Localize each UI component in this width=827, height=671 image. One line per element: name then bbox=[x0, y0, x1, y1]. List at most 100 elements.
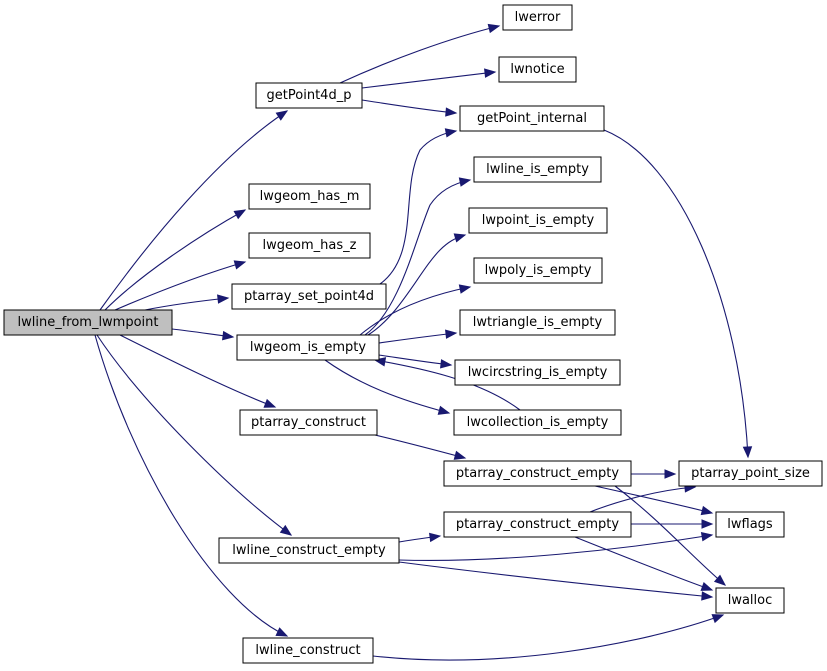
edge-arrowhead bbox=[487, 23, 501, 34]
edge-line bbox=[374, 359, 521, 411]
edge-line bbox=[99, 110, 288, 311]
edge-line bbox=[379, 130, 457, 285]
node-ptarray-construct-empty-1[interactable]: ptarray_construct_empty bbox=[443, 460, 632, 487]
node-box bbox=[459, 309, 616, 336]
node-box bbox=[239, 409, 378, 436]
node-label: lwline_is_empty bbox=[486, 162, 589, 177]
edge-getpoint4d-p-to-lwerror bbox=[339, 23, 501, 84]
node-lwline-construct[interactable]: lwline_construct bbox=[242, 637, 374, 664]
node-box bbox=[248, 183, 371, 210]
edge-line bbox=[339, 25, 500, 84]
node-lwgeom-has-z[interactable]: lwgeom_has_z bbox=[248, 232, 371, 259]
node-ptarray-construct[interactable]: ptarray_construct bbox=[239, 409, 378, 436]
node-lwflags[interactable]: lwflags bbox=[715, 511, 785, 538]
edge-arrowhead bbox=[222, 330, 235, 341]
edge-lwgeom-is-empty-to-lwpoly-is-empty bbox=[359, 284, 472, 336]
edge-arrowhead bbox=[429, 532, 442, 543]
node-lwerror[interactable]: lwerror bbox=[502, 4, 573, 31]
edge-arrowhead bbox=[453, 233, 467, 243]
node-label: lwflags bbox=[727, 517, 773, 532]
edge-arrowhead bbox=[279, 524, 293, 536]
edge-arrowhead bbox=[458, 284, 472, 294]
node-box bbox=[443, 460, 632, 487]
edge-ptarray-construct-empty-1-to-lwalloc bbox=[614, 485, 727, 586]
node-label: lwcollection_is_empty bbox=[467, 415, 609, 430]
edge-arrowhead bbox=[713, 574, 727, 586]
edge-line bbox=[603, 129, 749, 458]
edge-lwline-construct-empty-to-lwflags bbox=[398, 532, 714, 561]
edge-arrowhead bbox=[700, 505, 714, 516]
edge-lwline-from-lwmpoint-to-lwgeom-is-empty bbox=[171, 328, 235, 341]
edge-lwline-from-lwmpoint-to-lwline-construct bbox=[94, 334, 289, 637]
edge-line bbox=[114, 261, 246, 311]
edge-lwline-from-lwmpoint-to-lwgeom-has-m bbox=[104, 209, 247, 311]
edge-arrowhead bbox=[742, 446, 753, 459]
node-getpoint-internal[interactable]: getPoint_internal bbox=[459, 105, 605, 132]
edge-lwgeom-is-empty-to-lwline-is-empty bbox=[364, 177, 472, 336]
node-lwnotice[interactable]: lwnotice bbox=[498, 56, 577, 83]
node-label: ptarray_set_point4d bbox=[244, 289, 374, 304]
node-box bbox=[678, 460, 823, 487]
edge-line bbox=[361, 71, 496, 89]
node-box bbox=[443, 511, 632, 538]
call-graph-edges bbox=[94, 23, 753, 661]
edge-line bbox=[94, 334, 288, 637]
node-label: lwerror bbox=[515, 10, 561, 25]
edge-ptarray-construct-to-ptarray-construct-empty-1 bbox=[374, 434, 467, 460]
node-label: lwcircstring_is_empty bbox=[468, 365, 608, 380]
node-lwpoly-is-empty[interactable]: lwpoly_is_empty bbox=[473, 257, 603, 284]
node-box bbox=[498, 56, 577, 83]
edge-arrowhead bbox=[701, 519, 714, 529]
edge-line bbox=[398, 534, 713, 561]
edge-line bbox=[359, 286, 471, 336]
node-getpoint4d-p[interactable]: getPoint4d_p bbox=[255, 82, 363, 109]
edge-ptarray-construct-empty-2-to-lwalloc bbox=[574, 536, 714, 591]
node-label: lwgeom_has_z bbox=[263, 238, 357, 253]
node-box bbox=[218, 537, 400, 564]
node-label: ptarray_construct_empty bbox=[456, 466, 619, 481]
edge-lwline-construct-empty-to-lwalloc bbox=[398, 561, 714, 601]
node-ptarray-construct-empty-2[interactable]: ptarray_construct_empty bbox=[443, 511, 632, 538]
edge-arrowhead bbox=[453, 450, 467, 460]
edge-arrowhead bbox=[437, 405, 451, 415]
node-lwpoint-is-empty[interactable]: lwpoint_is_empty bbox=[468, 207, 608, 234]
node-label: lwgeom_has_m bbox=[260, 189, 360, 204]
edge-arrowhead bbox=[445, 107, 458, 117]
node-ptarray-point-size[interactable]: ptarray_point_size bbox=[678, 460, 823, 487]
edge-lwline-from-lwmpoint-to-ptarray-set-point4d bbox=[144, 294, 230, 311]
edge-lwline-construct-empty-to-ptarray-construct-empty-2 bbox=[398, 532, 442, 543]
node-label: lwline_construct_empty bbox=[232, 543, 386, 558]
node-lwline-from-lwmpoint[interactable]: lwline_from_lwmpoint bbox=[3, 309, 173, 336]
node-label: ptarray_point_size bbox=[691, 466, 810, 481]
node-lwline-is-empty[interactable]: lwline_is_empty bbox=[473, 156, 602, 183]
edge-arrowhead bbox=[275, 110, 289, 121]
node-ptarray-set-point4d[interactable]: ptarray_set_point4d bbox=[231, 283, 387, 310]
edge-arrowhead bbox=[458, 177, 472, 187]
node-lwgeom-is-empty[interactable]: lwgeom_is_empty bbox=[236, 334, 380, 361]
node-lwcollection-is-empty[interactable]: lwcollection_is_empty bbox=[453, 409, 622, 436]
node-box bbox=[502, 4, 573, 31]
node-label: ptarray_construct_empty bbox=[456, 517, 619, 532]
node-label: ptarray_construct bbox=[251, 415, 366, 430]
edge-lwgeom-is-empty-to-lwpoint-is-empty bbox=[367, 233, 467, 336]
edge-arrowhead bbox=[664, 469, 677, 479]
node-box bbox=[255, 82, 363, 109]
node-lwgeom-has-m[interactable]: lwgeom_has_m bbox=[248, 183, 371, 210]
edge-lwline-construct-to-lwalloc bbox=[372, 614, 725, 661]
edge-line bbox=[398, 561, 713, 598]
node-box bbox=[459, 105, 605, 132]
edge-lwline-from-lwmpoint-to-ptarray-construct bbox=[119, 334, 277, 408]
edge-ptarray-construct-empty-1-to-ptarray-point-size bbox=[631, 469, 677, 479]
edge-arrowhead bbox=[233, 260, 247, 270]
node-lwalloc[interactable]: lwalloc bbox=[715, 587, 785, 614]
edge-line bbox=[378, 354, 452, 366]
edge-getpoint4d-p-to-getpoint-internal bbox=[361, 99, 458, 117]
edge-ptarray-construct-empty-1-to-lwflags bbox=[594, 485, 714, 516]
node-box bbox=[454, 359, 621, 386]
node-lwtriangle-is-empty[interactable]: lwtriangle_is_empty bbox=[459, 309, 616, 336]
edge-arrowhead bbox=[217, 294, 230, 304]
edge-arrowhead bbox=[444, 128, 458, 138]
node-lwcircstring-is-empty[interactable]: lwcircstring_is_empty bbox=[454, 359, 621, 386]
node-lwline-construct-empty[interactable]: lwline_construct_empty bbox=[218, 537, 400, 564]
edge-arrowhead bbox=[700, 582, 714, 591]
